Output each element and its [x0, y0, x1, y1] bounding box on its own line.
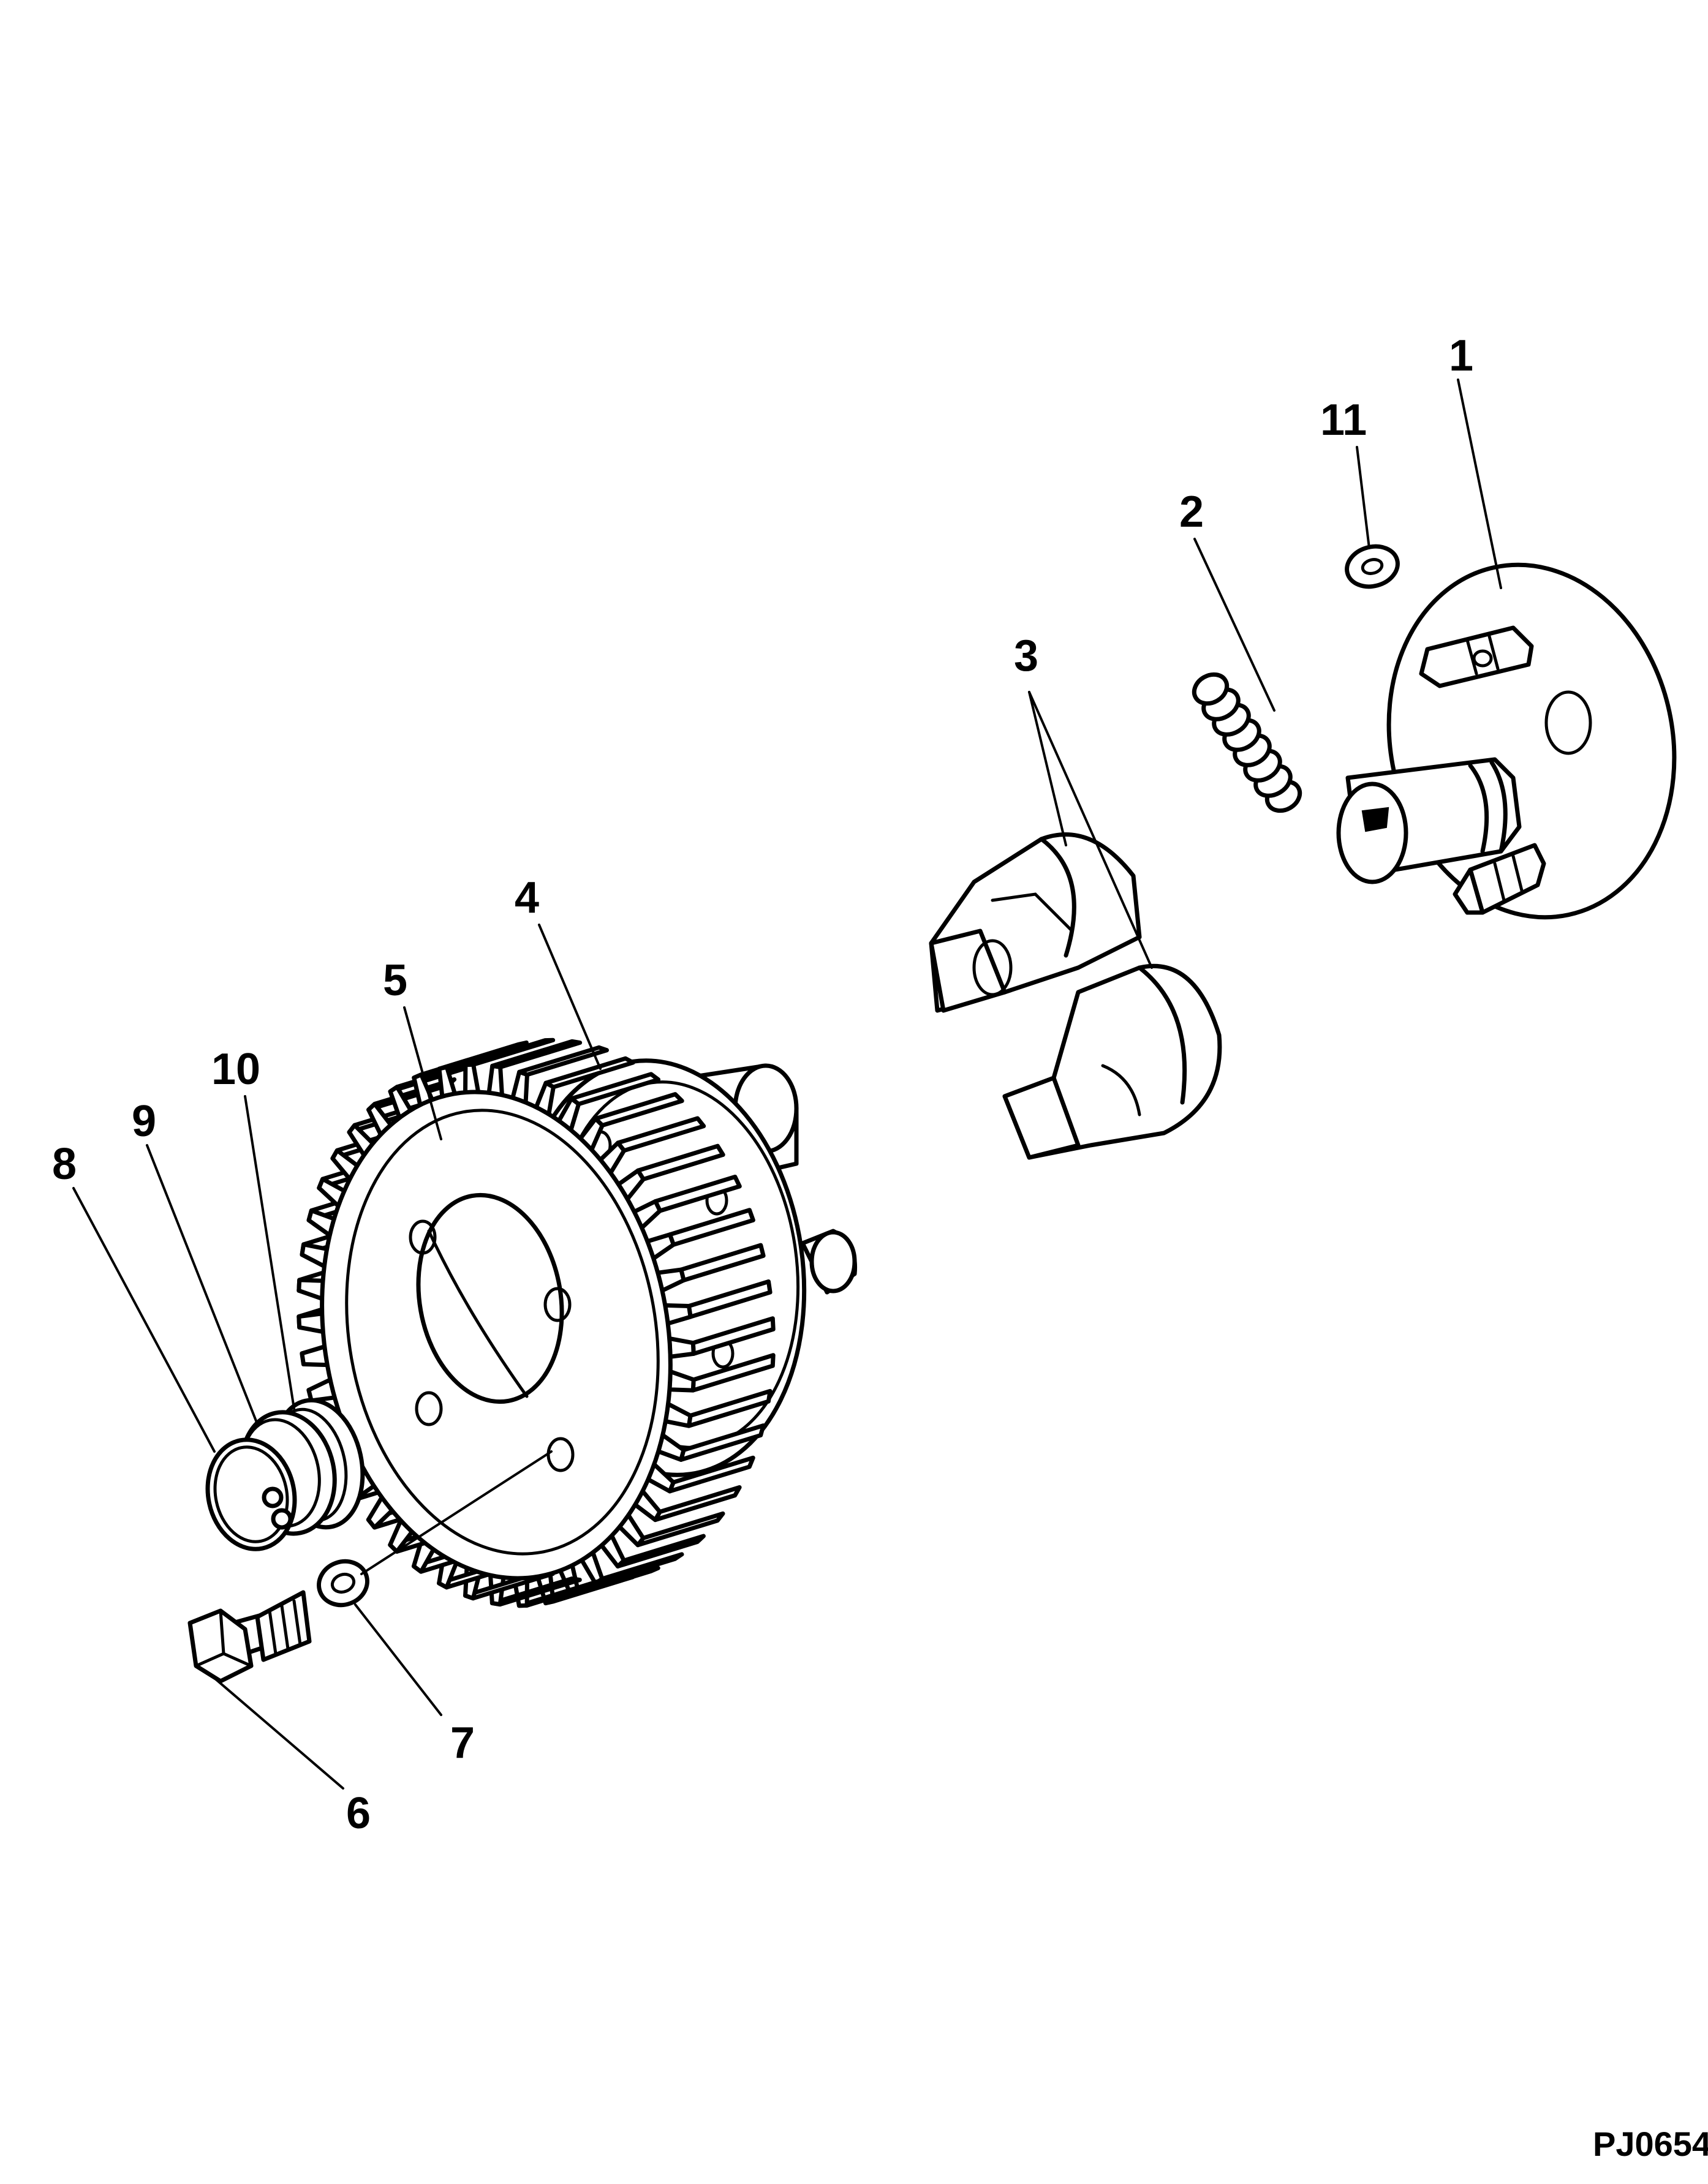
gear-tooth [486, 1063, 504, 1098]
part-2-spring [1192, 672, 1302, 813]
callout-1: 1 [1449, 331, 1473, 380]
gear-tooth [297, 1278, 325, 1301]
part-11-washer [1345, 544, 1400, 589]
callout-9: 9 [132, 1097, 156, 1146]
part-1-flange-hub [1336, 562, 1677, 920]
callout-4: 4 [515, 873, 539, 922]
callout-3: 3 [1014, 631, 1038, 680]
part-8-circlip [205, 1437, 297, 1551]
callout-10: 10 [211, 1045, 260, 1094]
part-6-bolt [187, 1590, 312, 1684]
leader-lines [72, 378, 1502, 1790]
gear-tooth [667, 1336, 696, 1359]
callout-2: 2 [1179, 488, 1204, 537]
callout-labels: 1 2 3 4 5 6 7 8 9 10 11 [52, 331, 1473, 1838]
part-3-coupling-blocks [929, 832, 1222, 1160]
part-7-washer [317, 1559, 369, 1608]
callout-5: 5 [383, 956, 407, 1005]
gear-tooth [297, 1311, 325, 1335]
callout-11: 11 [1320, 396, 1367, 445]
callout-6: 6 [346, 1789, 371, 1838]
callout-7: 7 [450, 1719, 475, 1768]
gear-tooth [463, 1062, 481, 1095]
callout-8: 8 [52, 1140, 77, 1189]
reference-code: PJ0654 [1593, 2125, 1708, 2163]
